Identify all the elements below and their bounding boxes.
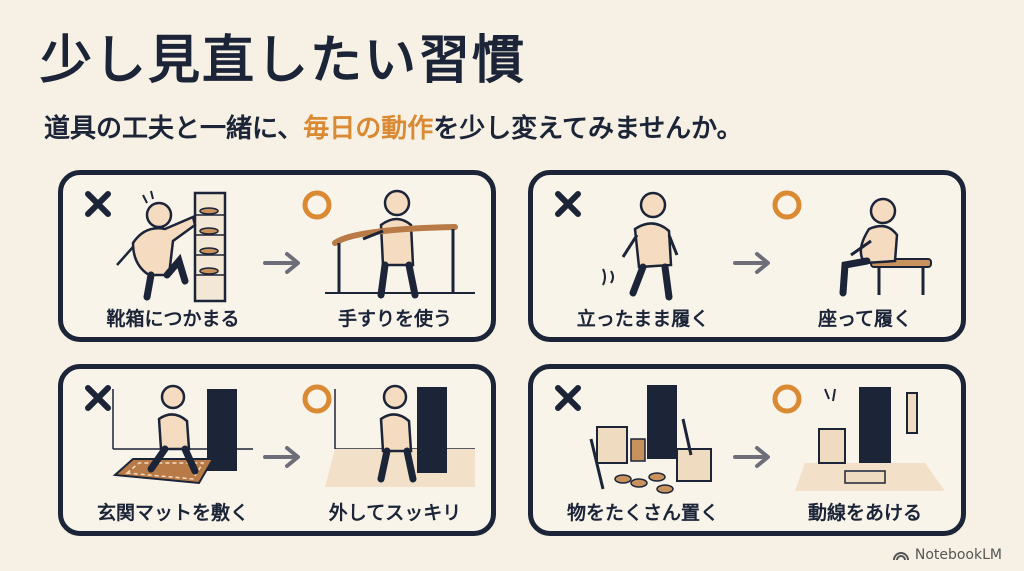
using-handrail-illustration <box>325 189 475 299</box>
clear-entrance-illustration <box>325 384 475 487</box>
subtitle-highlight: 毎日の動作 <box>303 114 434 144</box>
brand-label: NotebookLM <box>914 547 1002 563</box>
cross-icon <box>85 191 111 217</box>
cross-icon <box>555 385 581 411</box>
circle-icon <box>772 190 802 220</box>
sitting-putting-on-shoes-illustration <box>839 197 932 297</box>
bad-habit-label: 立ったまま履く <box>576 308 710 330</box>
bad-habit-label: 靴箱につかまる <box>106 308 240 330</box>
standing-putting-on-shoes-illustration <box>602 191 679 301</box>
circle-icon <box>302 190 332 220</box>
notebooklm-watermark: NotebookLM <box>892 547 1002 563</box>
page-title: 少し見直したい習慣 <box>40 31 527 91</box>
habit-card-putting-on-shoes: 立ったまま履く 座って履く <box>528 170 966 342</box>
cross-icon <box>85 385 111 411</box>
open-pathway-illustration <box>795 387 945 491</box>
good-habit-label: 動線をあける <box>807 502 922 524</box>
habit-card-entrance-mat: 玄関マットを敷く 外してスッキリ <box>58 364 496 536</box>
notebooklm-logo-icon <box>892 552 909 561</box>
arrow-right-icon <box>263 252 300 274</box>
subtitle-text-before: 道具の工夫と一緒に、 <box>44 114 304 144</box>
page-subtitle: 道具の工夫と一緒に、毎日の動作を少し変えてみませんか。 <box>44 112 743 146</box>
habit-card-clutter: 物をたくさん置く 動線をあける <box>528 364 966 536</box>
arrow-right-icon <box>263 446 300 468</box>
bad-habit-label: 玄関マットを敷く <box>96 502 249 524</box>
arrow-right-icon <box>733 446 770 468</box>
circle-icon <box>772 384 802 414</box>
subtitle-text-after: を少し変えてみませんか。 <box>433 114 743 144</box>
cross-icon <box>555 191 581 217</box>
cluttered-entrance-illustration <box>589 385 712 494</box>
bad-habit-label: 物をたくさん置く <box>566 502 719 524</box>
good-habit-label: 外してスッキリ <box>328 502 462 524</box>
habit-card-shoe-cabinet: 靴箱につかまる 手すりを使う <box>58 170 496 342</box>
good-habit-label: 手すりを使う <box>337 308 452 330</box>
circle-icon <box>302 384 332 414</box>
tripping-on-mat-illustration <box>112 384 253 485</box>
good-habit-label: 座って履く <box>817 308 913 330</box>
leaning-on-shoe-cabinet-illustration <box>116 190 227 303</box>
arrow-right-icon <box>733 252 770 274</box>
